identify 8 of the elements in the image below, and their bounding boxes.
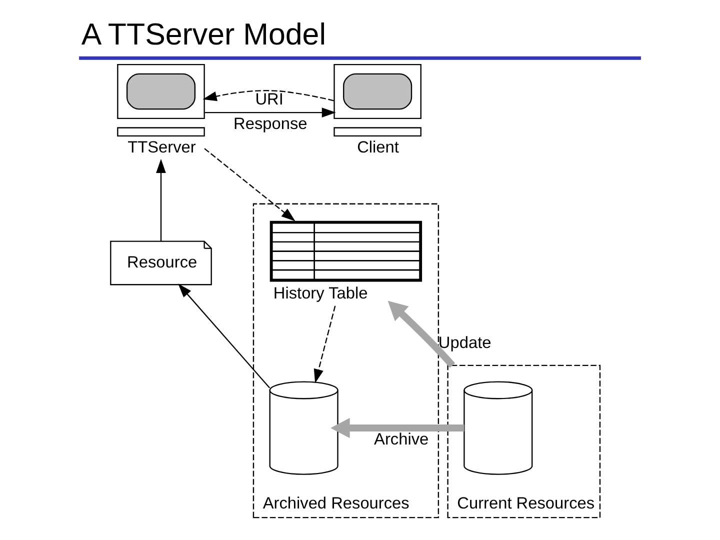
edge-label: Response bbox=[234, 115, 308, 134]
node-label: History Table bbox=[273, 284, 368, 302]
edge-label: URI bbox=[255, 90, 284, 109]
node-label: Client bbox=[357, 138, 399, 157]
node-label: TTServer bbox=[128, 138, 196, 157]
edge-label: Archive bbox=[374, 430, 429, 449]
edge-label: Update bbox=[438, 334, 492, 352]
diagram-title: A TTServer Model bbox=[81, 17, 326, 52]
